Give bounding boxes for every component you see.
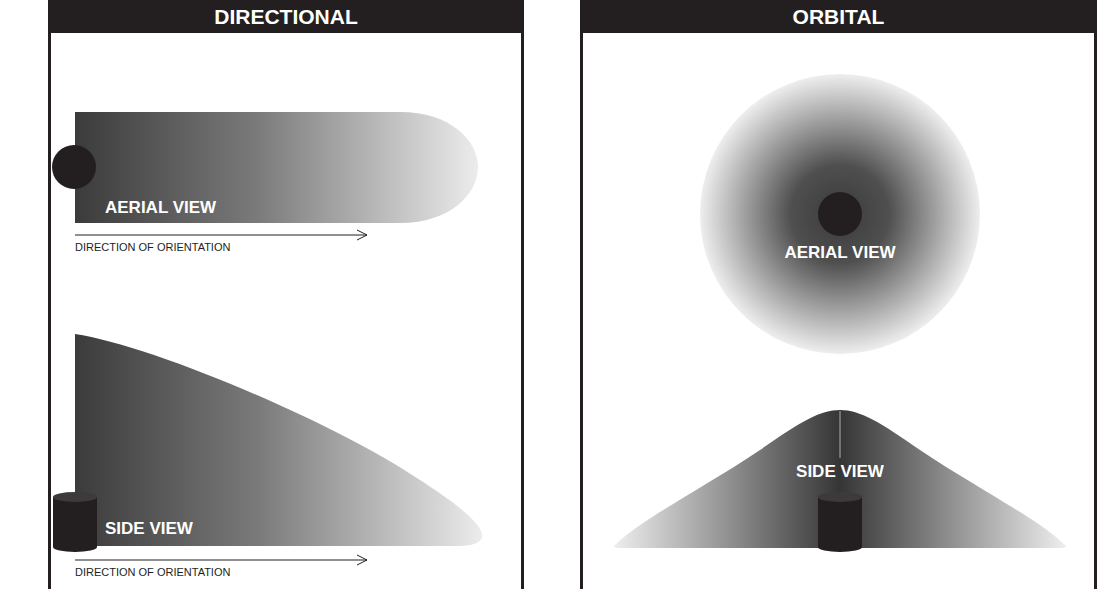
view-label: SIDE VIEW [796, 462, 884, 482]
orientation-arrow [75, 560, 367, 561]
orbital-field [700, 74, 980, 354]
speaker-base [818, 542, 862, 552]
view-label: SIDE VIEW [105, 519, 193, 539]
coverage-shape: AERIAL VIEW [698, 72, 982, 356]
speaker-top [53, 492, 97, 502]
coverage-shape: SIDE VIEW [612, 405, 1068, 555]
category-panel: DIRECTIONAL AERIAL VIEW SIDE VIEW [48, 0, 524, 589]
panel-heading: DIRECTIONAL [51, 0, 521, 33]
view-label: AERIAL VIEW [105, 198, 216, 218]
directional-beam [75, 334, 482, 546]
coverage-shape: SIDE VIEW [50, 330, 492, 555]
category-panel: ORBITAL AERIAL VIEW SIDE VIEW [580, 0, 1097, 589]
orbital-field [614, 410, 1066, 548]
direction-caption: DIRECTION OF ORIENTATION [75, 241, 230, 253]
speaker-body [818, 497, 862, 547]
speaker-top [818, 492, 862, 502]
speaker-body [53, 497, 97, 547]
coverage-shape [698, 72, 982, 356]
center-line [840, 411, 841, 458]
direction-caption: DIRECTION OF ORIENTATION [75, 566, 230, 578]
coverage-shape: AERIAL VIEW [52, 110, 482, 225]
view-label: AERIAL VIEW [784, 243, 895, 263]
speaker-dot [52, 145, 96, 189]
panel-heading: ORBITAL [583, 0, 1094, 33]
orientation-arrow [75, 235, 367, 236]
arrow-head [357, 230, 367, 240]
directional-beam [75, 112, 478, 223]
speaker-base [53, 542, 97, 552]
arrow-head [357, 555, 367, 565]
speaker-dot [818, 192, 862, 236]
